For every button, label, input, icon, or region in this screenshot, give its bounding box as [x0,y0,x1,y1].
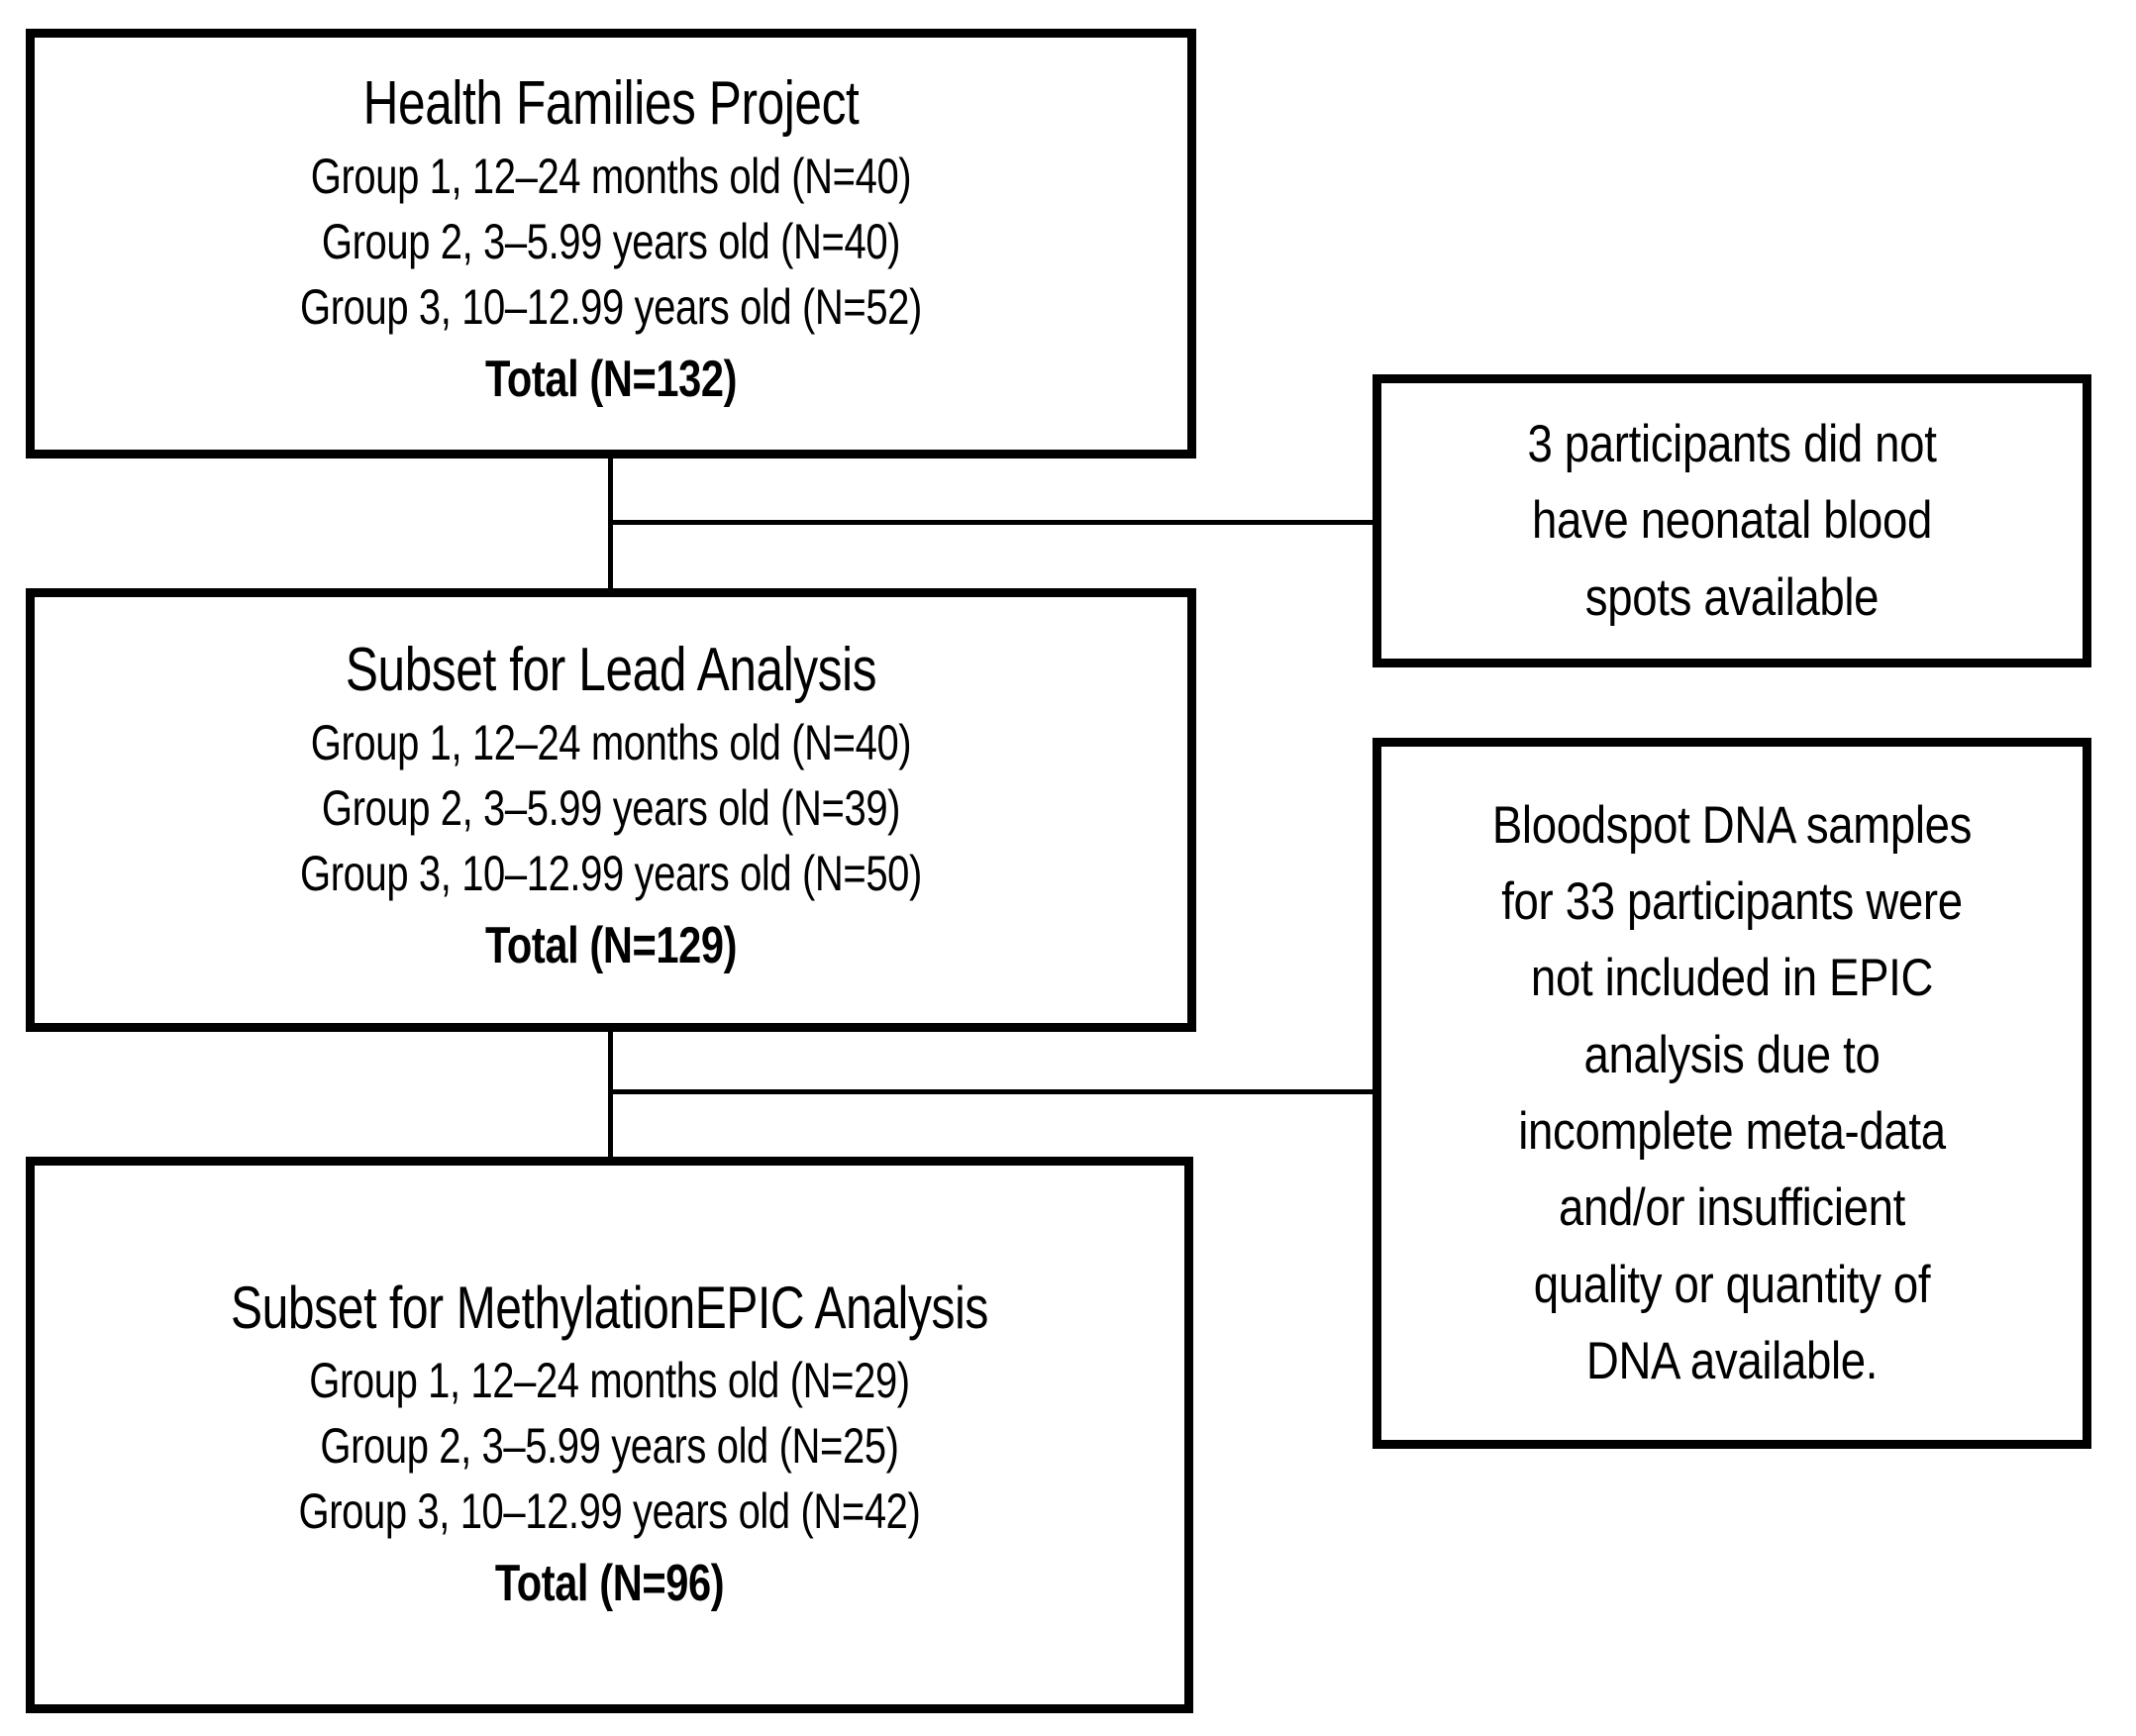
exclusion-text-line: 3 participants did not [1527,414,1937,473]
flow-box-group-line: Group 3, 10–12.99 years old (N=42) [298,1482,921,1539]
exclusion-text-line: and/or insufficient [1559,1178,1905,1238]
exclusion-text-line: for 33 participants were [1501,871,1963,931]
exclusion-text-line: incomplete meta-data [1518,1102,1946,1161]
flow-box-health-families-project: Health Families Project Group 1, 12–24 m… [26,29,1196,459]
flow-box-group-line: Group 3, 10–12.99 years old (N=52) [300,279,922,336]
flow-box-group-line: Group 1, 12–24 months old (N=29) [309,1352,910,1408]
flow-box-subset-lead-analysis: Subset for Lead Analysis Group 1, 12–24 … [26,588,1196,1032]
flow-box-group-line: Group 2, 3–5.99 years old (N=25) [320,1417,899,1474]
exclusion-text-line: analysis due to [1583,1025,1881,1084]
exclusion-text-line: Bloodspot DNA samples [1491,795,1973,855]
flow-box-group-line: Group 2, 3–5.99 years old (N=40) [321,214,901,270]
flow-box-group-line: Group 2, 3–5.99 years old (N=39) [321,780,901,837]
connector-horizontal-to-exclusion-1 [608,520,1375,525]
flow-box-total: Total (N=132) [484,351,738,409]
flow-box-title: Subset for Lead Analysis [345,635,877,704]
flow-box-total: Total (N=129) [484,917,738,975]
exclusion-text-line: have neonatal blood [1531,491,1933,551]
connector-horizontal-to-exclusion-2 [608,1089,1375,1094]
flow-box-group-line: Group 1, 12–24 months old (N=40) [310,715,912,771]
flow-box-subset-methylationepic-analysis: Subset for MethylationEPIC Analysis Grou… [26,1157,1193,1713]
flow-box-group-line: Group 1, 12–24 months old (N=40) [310,149,912,205]
flow-box-title: Health Families Project [362,68,860,138]
flow-box-title: Subset for MethylationEPIC Analysis [230,1275,989,1341]
exclusion-box-epic-not-included: Bloodspot DNA samples for 33 participant… [1373,738,2091,1449]
exclusion-box-no-bloodspots: 3 participants did not have neonatal blo… [1373,374,2091,667]
exclusion-text-line: quality or quantity of [1533,1255,1931,1314]
exclusion-text-line: DNA available. [1585,1332,1879,1391]
exclusion-text-line: not included in EPIC [1530,949,1934,1008]
flow-box-group-line: Group 3, 10–12.99 years old (N=50) [300,846,922,902]
exclusion-text-line: spots available [1584,567,1880,627]
flow-box-total: Total (N=96) [494,1554,725,1612]
